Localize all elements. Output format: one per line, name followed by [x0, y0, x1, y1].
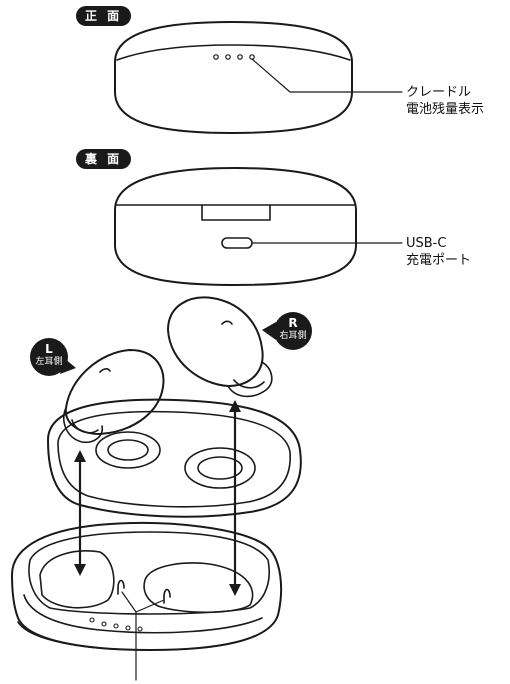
right-bubble-letter: R — [288, 316, 298, 330]
base-led-indicators — [89, 617, 143, 632]
cradle-callout-line2: 電池残量表示 — [406, 102, 485, 117]
open-case-lid — [47, 398, 302, 518]
case-front-view — [114, 21, 403, 134]
cradle-callout-leader — [251, 58, 403, 93]
case-back-view — [114, 167, 403, 286]
right-bubble-tail — [262, 322, 276, 340]
right-earbud — [167, 296, 273, 398]
front-view-badge: 正 面 — [76, 6, 132, 26]
right-bubble-text: 右耳側 — [279, 331, 307, 341]
left-insert-arrow — [74, 450, 86, 576]
usb-callout-line2: 充電ポート — [406, 253, 472, 268]
right-ear-bubble: R 右耳側 — [274, 312, 312, 350]
left-earbud — [62, 349, 165, 444]
back-view-badge: 裏 面 — [76, 149, 132, 169]
usb-callout-line1: USB-C — [406, 236, 447, 251]
usb-callout: USB-C 充電ポート — [406, 235, 471, 269]
cradle-callout: クレードル 電池残量表示 — [406, 84, 484, 118]
cradle-callout-line1: クレードル — [406, 85, 472, 100]
left-bubble-letter: L — [45, 342, 53, 356]
charging-contact-leader — [121, 591, 137, 681]
left-ear-bubble: L 左耳側 — [30, 338, 68, 376]
battery-indicator-leds — [213, 54, 255, 60]
left-bubble-text: 左耳側 — [35, 357, 63, 367]
open-case-base — [11, 521, 283, 681]
right-insert-arrow — [229, 400, 241, 596]
usb-c-port — [221, 237, 253, 249]
